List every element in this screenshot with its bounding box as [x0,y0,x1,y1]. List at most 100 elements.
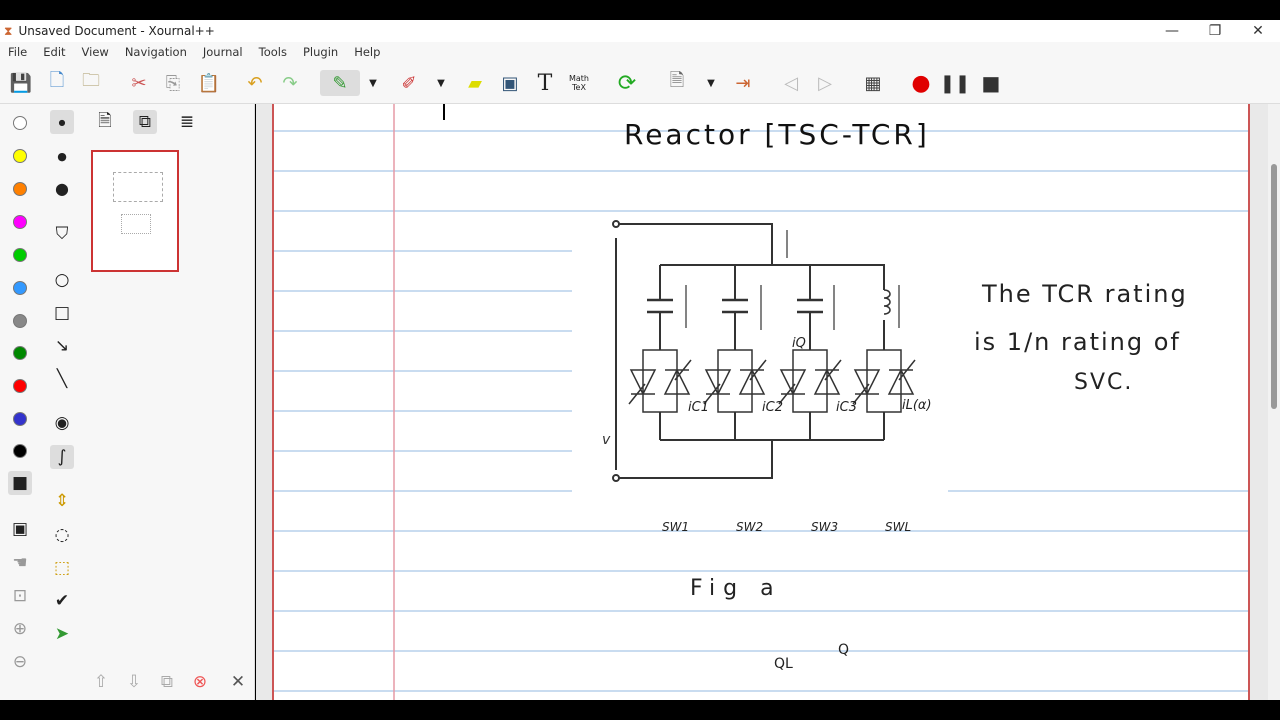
cut-icon[interactable]: ✂ [131,72,147,94]
select-object-icon[interactable]: ➤ [54,624,70,644]
voltage-label: v [602,432,611,448]
rectangle-icon[interactable]: □ [53,303,71,323]
refresh-icon[interactable]: ⟳ [617,70,637,96]
menu-plugin[interactable]: Plugin [302,45,339,59]
color-dark-green[interactable] [13,346,27,360]
custom-color-icon[interactable]: ■ [8,471,32,495]
eraser-dropdown-icon[interactable]: ▼ [437,77,445,89]
toolbar: 💾 🗋 🗀 ✂ ⎘ 📋 ↶ ↷ ✎ ▼ ✐ ▼ ▰ ▣ T Math TeX ⟳… [0,62,1280,104]
title-bar: ⧗ Unsaved Document - Xournal++ — ❐ ✕ [0,20,1280,42]
color-black[interactable] [13,444,27,458]
color-yellow[interactable] [13,149,27,163]
new-document-icon[interactable]: 🗋 [49,70,65,91]
close-button[interactable]: ✕ [1252,23,1264,39]
restore-button[interactable]: ❐ [1208,23,1222,39]
close-sidebar-icon[interactable]: ✕ [230,672,246,692]
vertical-space-icon[interactable]: ⇕ [54,491,70,511]
note-line-1: The TCR rating [982,280,1188,308]
branch-current-l: iL(α) [902,398,932,413]
menu-help[interactable]: Help [354,45,381,59]
layer-preview-tab-icon[interactable]: ⧉ [133,110,157,134]
color-orange[interactable] [13,182,27,196]
next-page-icon[interactable]: ▷ [818,72,832,94]
page-dropdown-icon[interactable]: ▼ [707,77,715,89]
switch-label-3: SW3 [811,520,839,534]
branch-current-1: iC1 [688,400,709,415]
thick-size-icon[interactable]: ● [55,178,69,198]
delete-page-icon[interactable]: ⇥ [735,72,751,94]
q-label: QL [774,656,793,672]
open-icon[interactable]: 🗀 [82,70,100,91]
pen-icon[interactable]: ✎ [320,70,360,96]
color-red[interactable] [13,379,27,393]
paste-icon[interactable]: 📋 [197,72,221,94]
page-preview-sidebar: 🗎 ⧉ ≣ ⇧ ⇩ ⧉ ⊗ ✕ [85,104,255,700]
page[interactable]: Reactor [TSC-TCR] v iQ iC1 iC2 iC3 iL(α)… [272,104,1250,700]
save-icon[interactable]: 💾 [9,72,33,94]
thyristor-pair [628,349,692,413]
minimize-button[interactable]: — [1165,23,1179,39]
lasso-select-icon[interactable]: ◌ [54,525,70,545]
zoom-fit-icon[interactable]: ⊡ [12,586,28,606]
thyristor-pair [778,349,842,413]
record-icon[interactable]: ● [911,70,931,96]
math-tex-icon[interactable]: Math TeX [568,74,589,92]
fullscreen-pages-icon[interactable]: ▣ [11,519,29,539]
menu-journal[interactable]: Journal [202,45,243,59]
fullscreen-icon[interactable]: ▦ [864,72,882,94]
zoom-out-icon[interactable]: ⊖ [12,652,28,672]
move-page-down-icon[interactable]: ⇩ [126,672,142,692]
page-preview-tab-icon[interactable]: 🗎 [98,110,112,131]
vertical-scrollbar[interactable] [1268,104,1280,700]
switch-label-1: SW1 [662,520,690,534]
spline-icon[interactable]: ∫ [50,445,74,469]
previous-page-icon[interactable]: ◁ [784,72,798,94]
medium-size-icon[interactable]: ● [57,149,67,163]
delete-page-icon[interactable]: ⊗ [192,672,208,692]
figure-label: Fig a [690,576,782,601]
document-canvas[interactable]: Reactor [TSC-TCR] v iQ iC1 iC2 iC3 iL(α)… [256,104,1268,700]
layers-tab-icon[interactable]: ≣ [179,112,195,132]
color-gray[interactable] [13,314,27,328]
scrollbar-thumb[interactable] [1271,164,1277,409]
highlighter-icon[interactable]: ▰ [468,72,482,94]
stop-icon[interactable]: ■ [981,71,1001,95]
menu-tools[interactable]: Tools [258,45,287,59]
eraser-icon[interactable]: ✐ [401,72,417,94]
color-magenta[interactable] [13,215,27,229]
copy-page-icon[interactable]: ⧉ [160,672,174,692]
pen-dropdown-icon[interactable]: ▼ [369,77,377,89]
menu-file[interactable]: File [8,45,28,59]
color-blue[interactable] [13,412,27,426]
tool-palette: ■ ▣ ☚ ⊡ ⊕ ⊖ ● ● ● ⛉ ○ □ ↘ ╲ ◉ ∫ ⇕ ◌ ⬚ ✔ … [0,104,85,700]
checkmark-icon[interactable]: ✔ [54,591,70,611]
zoom-in-icon[interactable]: ⊕ [12,619,28,639]
text-icon[interactable]: T [537,70,553,96]
move-page-up-icon[interactable]: ⇧ [93,672,109,692]
switch-label-l: SWL [885,520,912,534]
ellipse-icon[interactable]: ○ [54,270,70,290]
q-axis-label: Q [838,642,850,658]
redo-icon[interactable]: ↷ [282,72,298,94]
shape-recognizer-icon[interactable]: ◉ [54,413,70,433]
pause-icon[interactable]: ❚❚ [939,72,971,94]
line-icon[interactable]: ╲ [56,369,68,389]
menu-edit[interactable]: Edit [43,45,66,59]
page-thumbnail[interactable] [91,150,179,272]
menu-bar: File Edit View Navigation Journal Tools … [0,42,1280,62]
rect-select-icon[interactable]: ⬚ [53,558,71,578]
undo-icon[interactable]: ↶ [247,72,263,94]
copy-icon[interactable]: ⎘ [165,72,181,94]
arrow-icon[interactable]: ↘ [54,336,70,356]
color-green[interactable] [13,248,27,262]
hand-icon[interactable]: ☚ [12,553,28,573]
circuit-diagram [572,214,1248,496]
image-icon[interactable]: ▣ [501,72,519,94]
menu-view[interactable]: View [81,45,109,59]
add-page-icon[interactable]: 🗎 [669,70,685,91]
color-white[interactable] [13,116,27,130]
fill-icon[interactable]: ⛉ [55,224,69,244]
menu-navigation[interactable]: Navigation [124,45,187,59]
color-light-blue[interactable] [13,281,27,295]
thin-size-icon[interactable]: ● [50,110,74,134]
